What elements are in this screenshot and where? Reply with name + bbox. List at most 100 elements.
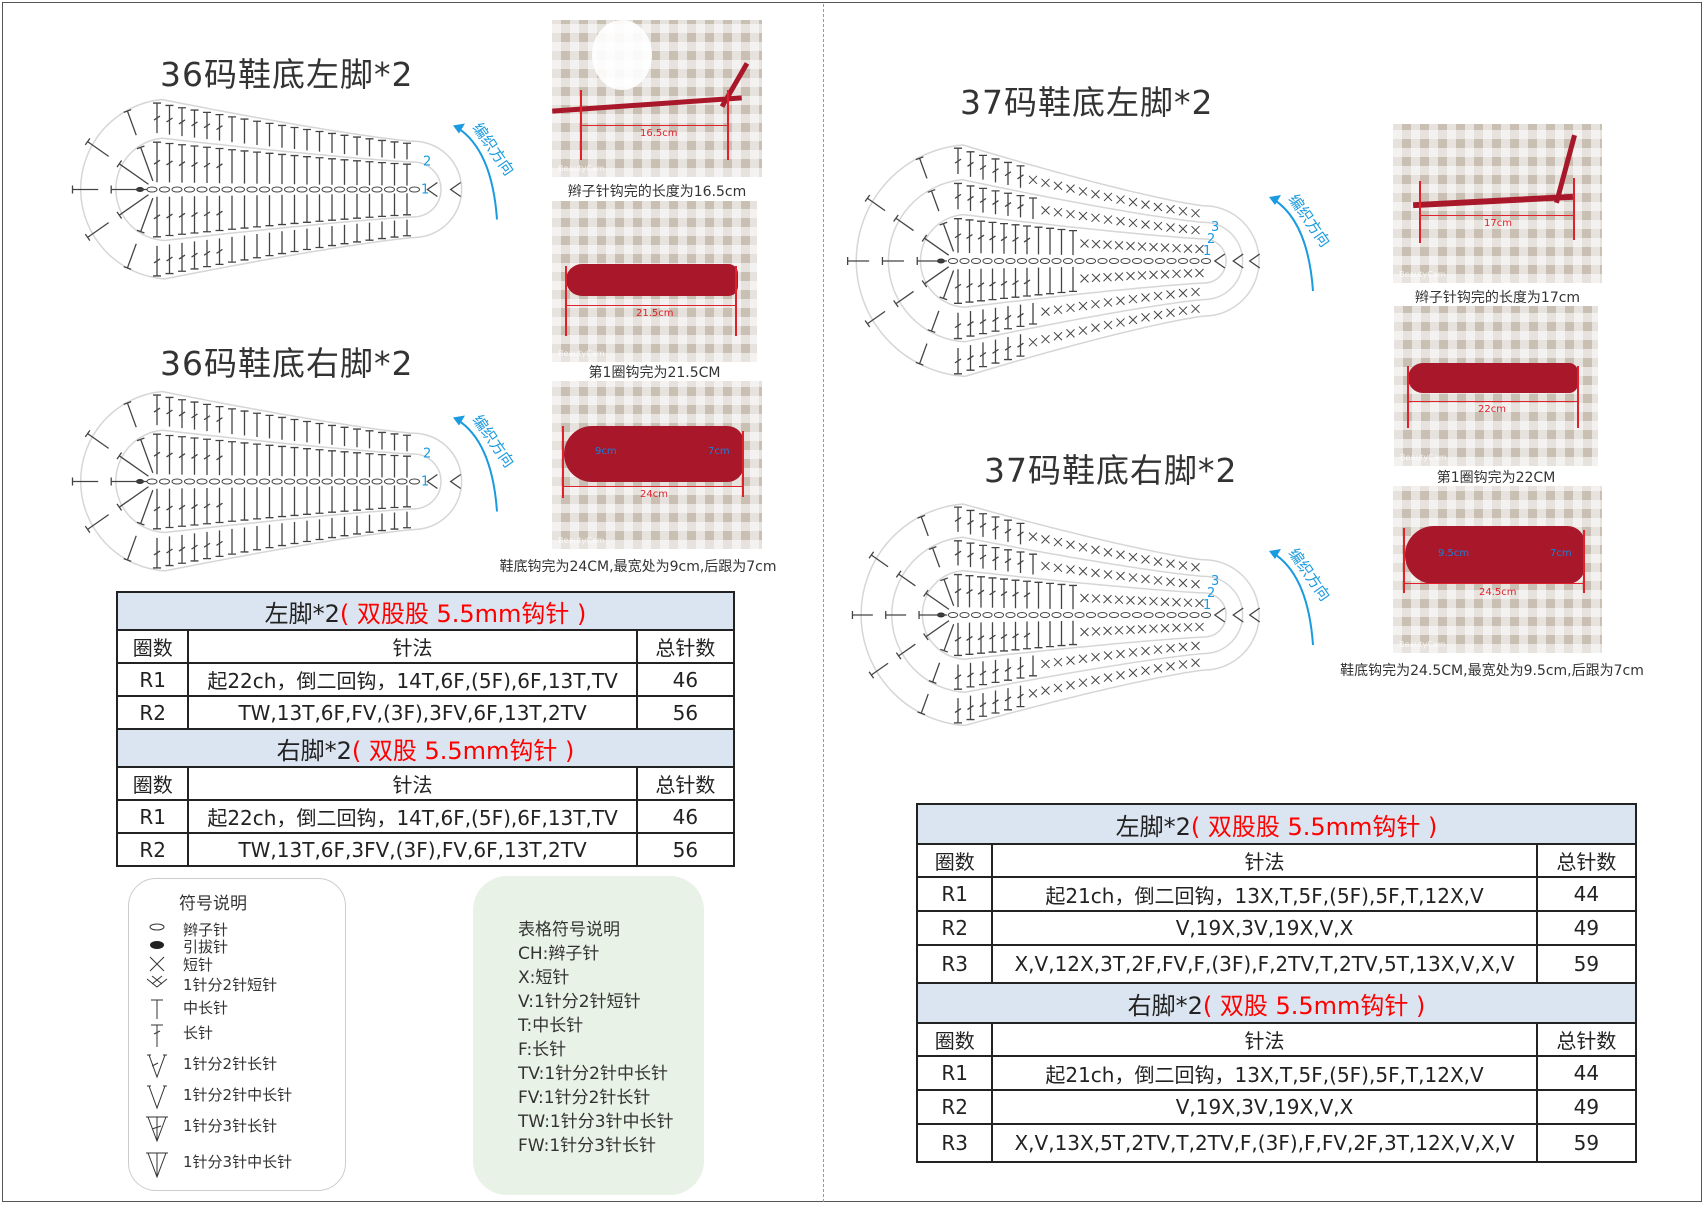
increase-stitch-symbol — [136, 145, 154, 182]
single-crochet-symbol — [1128, 197, 1138, 207]
stitch-symbol — [303, 194, 311, 223]
stitch-symbol — [1004, 688, 1012, 711]
chain-stitch-symbol — [384, 478, 395, 485]
stitch-symbol — [203, 487, 211, 525]
stitch-symbol — [403, 485, 411, 508]
stitch-symbol — [378, 221, 386, 240]
section-header-right-foot: 右脚*2( 双股 5.5mm钩针 ) — [916, 982, 1637, 1024]
stitch-symbol — [328, 518, 336, 539]
increase-stitch-symbol — [123, 109, 137, 136]
single-crochet-symbol — [1128, 668, 1138, 678]
single-crochet-symbol — [1066, 565, 1075, 574]
increase-stitch-symbol — [893, 214, 914, 232]
hdc-3-increase-icon — [146, 1152, 168, 1179]
stitch-symbol — [954, 269, 962, 304]
stitch-symbol — [190, 533, 199, 562]
section-header-left-foot: 左脚*2( 双股股 5.5mm钩针 ) — [116, 591, 735, 631]
stitch-symbol — [954, 347, 962, 375]
stitch-symbol — [966, 311, 975, 337]
diagram-title-36-left: 36码鞋底左脚*2 — [160, 55, 414, 94]
single-crochet-symbol — [1091, 545, 1100, 555]
single-crochet-symbol — [1183, 244, 1193, 253]
stitch-symbol — [215, 147, 224, 184]
stitch-symbol — [328, 158, 336, 185]
stitch-symbol — [328, 132, 336, 153]
photo-caption: 鞋底钩完为24CM,最宽处为9cm,后跟为7cm — [499, 559, 777, 575]
stitch-symbol — [403, 163, 411, 186]
row-boundary — [887, 179, 1244, 343]
stitch-symbol — [203, 531, 211, 560]
single-crochet-symbol — [1066, 680, 1075, 690]
stitch-symbol — [378, 453, 386, 478]
chain-stitch-symbol — [209, 186, 220, 193]
stitch-symbol — [1029, 197, 1037, 219]
single-crochet-symbol — [1116, 550, 1125, 560]
stitch-symbol — [153, 488, 161, 530]
single-crochet-symbol — [1103, 594, 1112, 604]
single-crochet-symbol — [1116, 216, 1125, 226]
increase-stitch-symbol — [116, 486, 149, 511]
stitch-symbol — [954, 698, 962, 724]
dc-3-increase-icon — [146, 1116, 168, 1143]
single-crochet-symbol — [1141, 646, 1150, 656]
increase-stitch-symbol — [84, 429, 110, 449]
single-crochet-symbol — [1091, 323, 1100, 333]
stitch-symbol — [378, 513, 386, 532]
single-crochet-symbol — [1091, 299, 1100, 309]
section-header-right-foot: 右脚*2( 双股 5.5mm钩针 ) — [116, 728, 735, 768]
stitch-symbol — [378, 161, 386, 186]
direction-arrow — [1272, 198, 1314, 292]
stitch-symbol — [1011, 621, 1020, 651]
chain-stitch-symbol — [1154, 258, 1166, 264]
stitch-symbol — [253, 195, 261, 228]
single-crochet-symbol — [1141, 313, 1150, 322]
chain-stitch-symbol — [1177, 258, 1189, 264]
single-crochet-symbol — [1153, 557, 1163, 566]
single-crochet-symbol — [1080, 239, 1089, 248]
stitch-symbol — [253, 151, 261, 184]
stitch-symbol — [153, 245, 161, 277]
chain-stitch-symbol — [1074, 258, 1085, 264]
heel-measure: 7cm — [1550, 548, 1572, 559]
chain-stitch-symbol — [159, 186, 170, 193]
single-crochet-symbol — [1103, 215, 1113, 224]
legend-item-label: 1针分3针长针 — [183, 1117, 278, 1135]
increase-stitch-symbol — [939, 221, 955, 252]
chain-stitch-symbol — [296, 186, 308, 193]
single-crochet-symbol — [1166, 204, 1175, 214]
stitch-symbol — [215, 238, 224, 266]
row-number-label: 3 — [1211, 574, 1219, 589]
stitch-symbol — [365, 430, 374, 449]
single-crochet-symbol — [1080, 274, 1089, 283]
stitch-symbol — [1004, 658, 1012, 681]
row-boundary — [115, 429, 442, 534]
single-crochet-symbol — [1166, 577, 1175, 587]
photo-caption: 第1圈钩完为21.5CM — [588, 365, 721, 381]
single-crochet-symbol — [1103, 651, 1113, 660]
chain-stitch-symbol — [171, 478, 183, 485]
stitch-symbol — [988, 268, 997, 301]
photo-caption: 第1圈钩完为22CM — [1436, 470, 1556, 486]
single-crochet-symbol — [1191, 658, 1200, 668]
photo-round1-37: 22cm BeautyCam — [1394, 306, 1598, 466]
chain-stitch-symbol — [146, 186, 158, 193]
single-crochet-symbol — [1166, 661, 1175, 671]
stitch-symbol — [1029, 655, 1037, 677]
single-crochet-symbol — [1178, 224, 1188, 234]
chain-stitch-symbol — [359, 478, 370, 485]
row-number-label: 1 — [1203, 598, 1211, 613]
stitch-symbol — [1004, 519, 1012, 542]
increase-stitch-symbol — [917, 693, 929, 716]
chain-stitch-symbol — [1108, 612, 1120, 618]
chain-stitch-symbol — [1166, 612, 1177, 618]
chain-stitch-symbol — [234, 478, 245, 485]
chain-stitch-symbol — [1005, 612, 1016, 618]
chain-stitch-symbol — [246, 186, 258, 193]
chain-stitch-symbol — [259, 186, 270, 193]
stitch-symbol — [190, 196, 199, 234]
sole-outline — [855, 144, 1260, 378]
stitch-symbol — [954, 147, 962, 175]
chain-stitch-symbol — [959, 258, 970, 264]
